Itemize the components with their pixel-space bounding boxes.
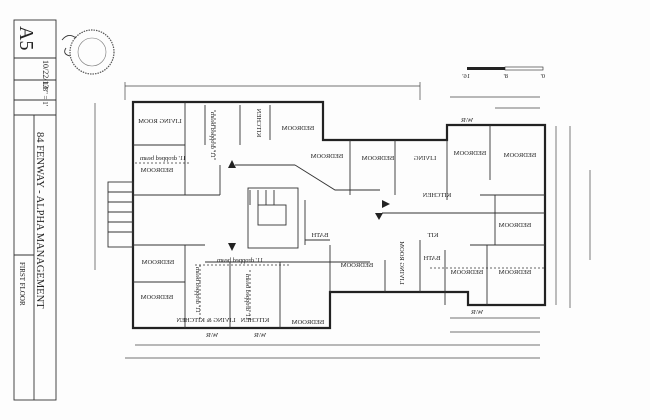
room-label: KIT [428,232,439,239]
room-label: BEDROOM [282,125,315,132]
room-label: W/R [205,332,218,339]
beam-labels: 11' dropped beam 11' dropped beam 11' dr… [140,112,263,320]
scale: 1/8" = 1' [41,82,49,106]
interior-walls [133,102,545,328]
room-label: LIVING [414,155,437,162]
room-label: BATH [311,232,328,239]
exterior-wall [131,100,547,330]
room-label: W/R [460,117,473,124]
svg-text:8': 8' [504,73,508,80]
exit-markers [228,160,390,251]
room-label: BEDROOM [311,153,344,160]
room-label: LIVING ROOM [398,241,405,285]
room-label: BEDROOM [141,294,174,301]
room-label: KITCHEN [255,108,262,137]
room-label: BATH [423,255,440,262]
room-label: KITCHEN [240,317,269,324]
room-label: KITCHEN [422,192,451,199]
dropped-beams [135,110,545,322]
beam-label: 11' dropped beam [140,155,186,162]
room-label: W/R [253,332,266,339]
room-label: BEDROOM [142,259,175,266]
room-label: BEDROOM [362,155,395,162]
beam-label: 11' dropped beam [217,257,263,264]
room-label: BEDROOM [141,167,174,174]
sheet-number: A5 [15,26,37,50]
room-label: BEDROOM [292,319,325,326]
beam-label: 11' dropped beam [209,112,216,158]
room-label: W/R [470,309,483,316]
engineer-seal [61,29,115,75]
date: 10/22/13 [41,60,50,88]
dimension-lines [94,82,591,359]
room-label: BEDROOM [499,269,532,276]
room-label: LIVING & KITCHEN [176,317,236,324]
beam-label: 11' dropped beam [194,267,201,313]
project-name: 84 FENWAY - ALPHA MANAGEMENT [34,132,45,309]
beam-label: 11' dropped beam [244,274,251,320]
room-label: LIVING ROOM [138,118,182,125]
drawing-title: FIRST FLOOR [18,262,26,306]
stair [107,181,275,248]
room-label: BEDROOM [499,222,532,229]
room-label: BEDROOM [454,150,487,157]
svg-text:16': 16' [462,73,470,80]
svg-text:0': 0' [541,73,545,80]
room-label: BEDROOM [451,269,484,276]
title-block-frame [13,19,57,401]
room-label: BEDROOM [341,262,374,269]
room-label: BEDROOM [504,152,537,159]
room-labels: LIVING ROOM KITCHEN BEDROOM BEDROOM BEDR… [138,108,536,339]
title-block: A5 10/22/13 1/8" = 1' 84 FENWAY - ALPHA … [13,19,57,401]
scale-bar: 0' 8' 16' [462,66,545,80]
